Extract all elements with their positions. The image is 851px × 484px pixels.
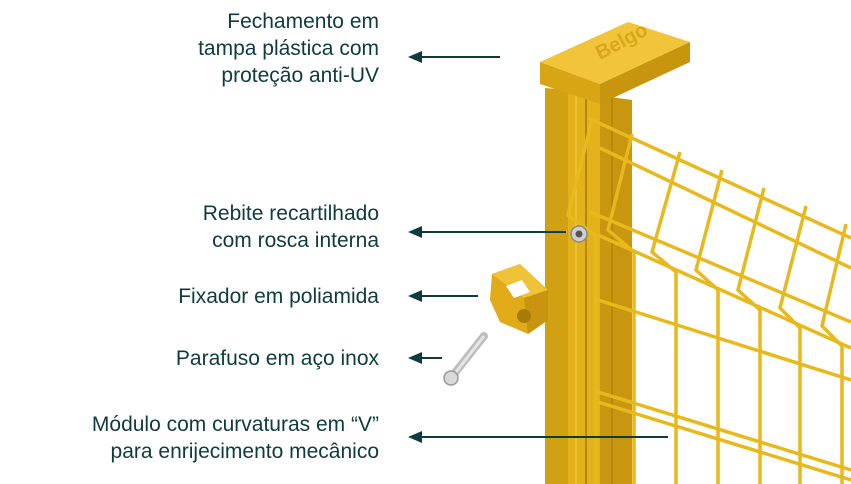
callout-module-line2: para enrijecimento mecânico bbox=[110, 440, 379, 463]
callout-module-line1: Módulo com curvaturas em “V” bbox=[91, 413, 379, 436]
callout-screw: Parafuso em aço inox bbox=[176, 345, 379, 372]
arrow-rivet bbox=[408, 226, 566, 238]
callout-clip-line1: Fixador em poliamida bbox=[178, 285, 379, 308]
callout-cap-line1: Fechamento em bbox=[227, 10, 379, 33]
callout-rivet-line1: Rebite recartilhado bbox=[202, 202, 379, 225]
callout-clip: Fixador em poliamida bbox=[178, 283, 379, 310]
rivet bbox=[570, 225, 588, 243]
arrow-clip bbox=[408, 290, 478, 302]
callout-screw-line1: Parafuso em aço inox bbox=[175, 347, 379, 370]
callout-cap-line2: tampa plástica com bbox=[198, 37, 379, 60]
arrow-cap bbox=[408, 51, 500, 63]
callout-rivet-line2: com rosca interna bbox=[212, 229, 379, 252]
arrow-screw bbox=[408, 352, 442, 364]
callout-cap-line3: proteção anti-UV bbox=[221, 64, 379, 87]
callout-cap: Fechamento em tampa plástica com proteçã… bbox=[198, 8, 379, 89]
callout-arrows bbox=[408, 51, 668, 443]
arrow-module bbox=[408, 431, 668, 443]
stainless-screw bbox=[443, 332, 488, 386]
fence-mesh-panel bbox=[566, 116, 851, 484]
post-cap: Belgo bbox=[540, 19, 690, 104]
fence-post bbox=[545, 88, 632, 484]
callout-rivet: Rebite recartilhado com rosca interna bbox=[203, 200, 379, 254]
callout-module: Módulo com curvaturas em “V” para enrije… bbox=[92, 411, 379, 465]
polyamide-clip bbox=[490, 264, 548, 334]
